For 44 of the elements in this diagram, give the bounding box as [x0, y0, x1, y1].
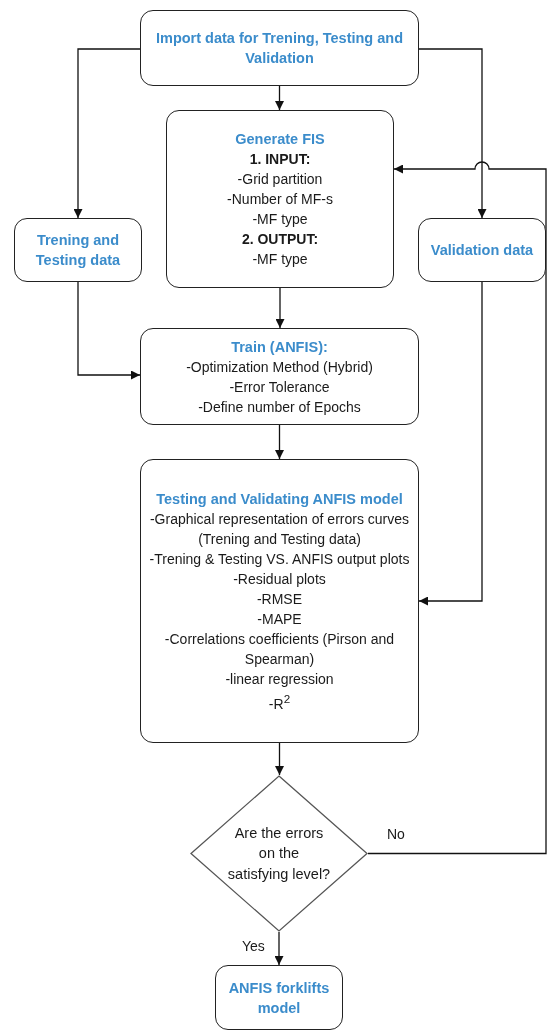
arrow: [275, 85, 284, 111]
box-heading: Train (ANFIS):: [231, 337, 328, 357]
box-heading: ANFIS forklifts model: [227, 978, 331, 1018]
box-heading: Testing and Validating ANFIS model: [156, 489, 403, 509]
list-item: -linear regression: [225, 669, 334, 689]
box-heading: Import data for Trening, Testing and Validation: [154, 29, 404, 68]
arrow: [418, 48, 487, 219]
list-item: -Define number of Epochs: [198, 397, 361, 417]
process-box: [140, 10, 419, 86]
decision-question: Are the errors on the satisfying level?: [227, 823, 331, 884]
list-item: -MF type: [252, 250, 308, 269]
list-item: -Graphical representation of errors curves (Trening and Testing data): [148, 509, 411, 549]
data-box: [418, 218, 546, 282]
list-item: -Residual plots: [233, 569, 326, 589]
arrow: [77, 281, 141, 380]
list-item: -Correlations coefficients (Pirson and Spearman): [163, 629, 396, 669]
process-box: [140, 328, 419, 425]
list-item: -Error Tolerance: [229, 377, 330, 397]
section-heading: 1. INPUT:: [249, 150, 311, 169]
arrow: [275, 424, 284, 460]
arrow: [274, 931, 284, 966]
data-box: [14, 218, 142, 282]
terminal-box: [215, 965, 343, 1030]
box-heading: Generate FIS: [235, 130, 325, 149]
arrow: [418, 281, 483, 606]
list-item: -MF type: [252, 210, 308, 229]
list-item: -Optimization Method (Hybrid): [186, 357, 373, 377]
section-heading: 2. OUTPUT:: [241, 230, 319, 249]
process-box: [140, 459, 419, 743]
edge-label: No: [386, 826, 406, 842]
list-item: -RMSE: [256, 589, 303, 609]
arrow: [73, 48, 141, 219]
list-item: -R$^{2}$: [268, 690, 291, 714]
arrow: [275, 287, 285, 329]
list-item: -Grid partition: [237, 170, 323, 189]
box-heading: Validation data: [430, 241, 534, 260]
list-item: -MAPE: [257, 609, 302, 629]
arrow: [367, 161, 547, 855]
list-item: -Number of MF-s: [227, 190, 333, 209]
list-item: -Trening & Testing VS. ANFIS output plots: [149, 549, 410, 569]
edge-label: Yes: [241, 938, 266, 954]
arrow: [275, 742, 284, 776]
process-box: [166, 110, 394, 288]
box-heading: Trening and Testing data: [34, 231, 122, 270]
